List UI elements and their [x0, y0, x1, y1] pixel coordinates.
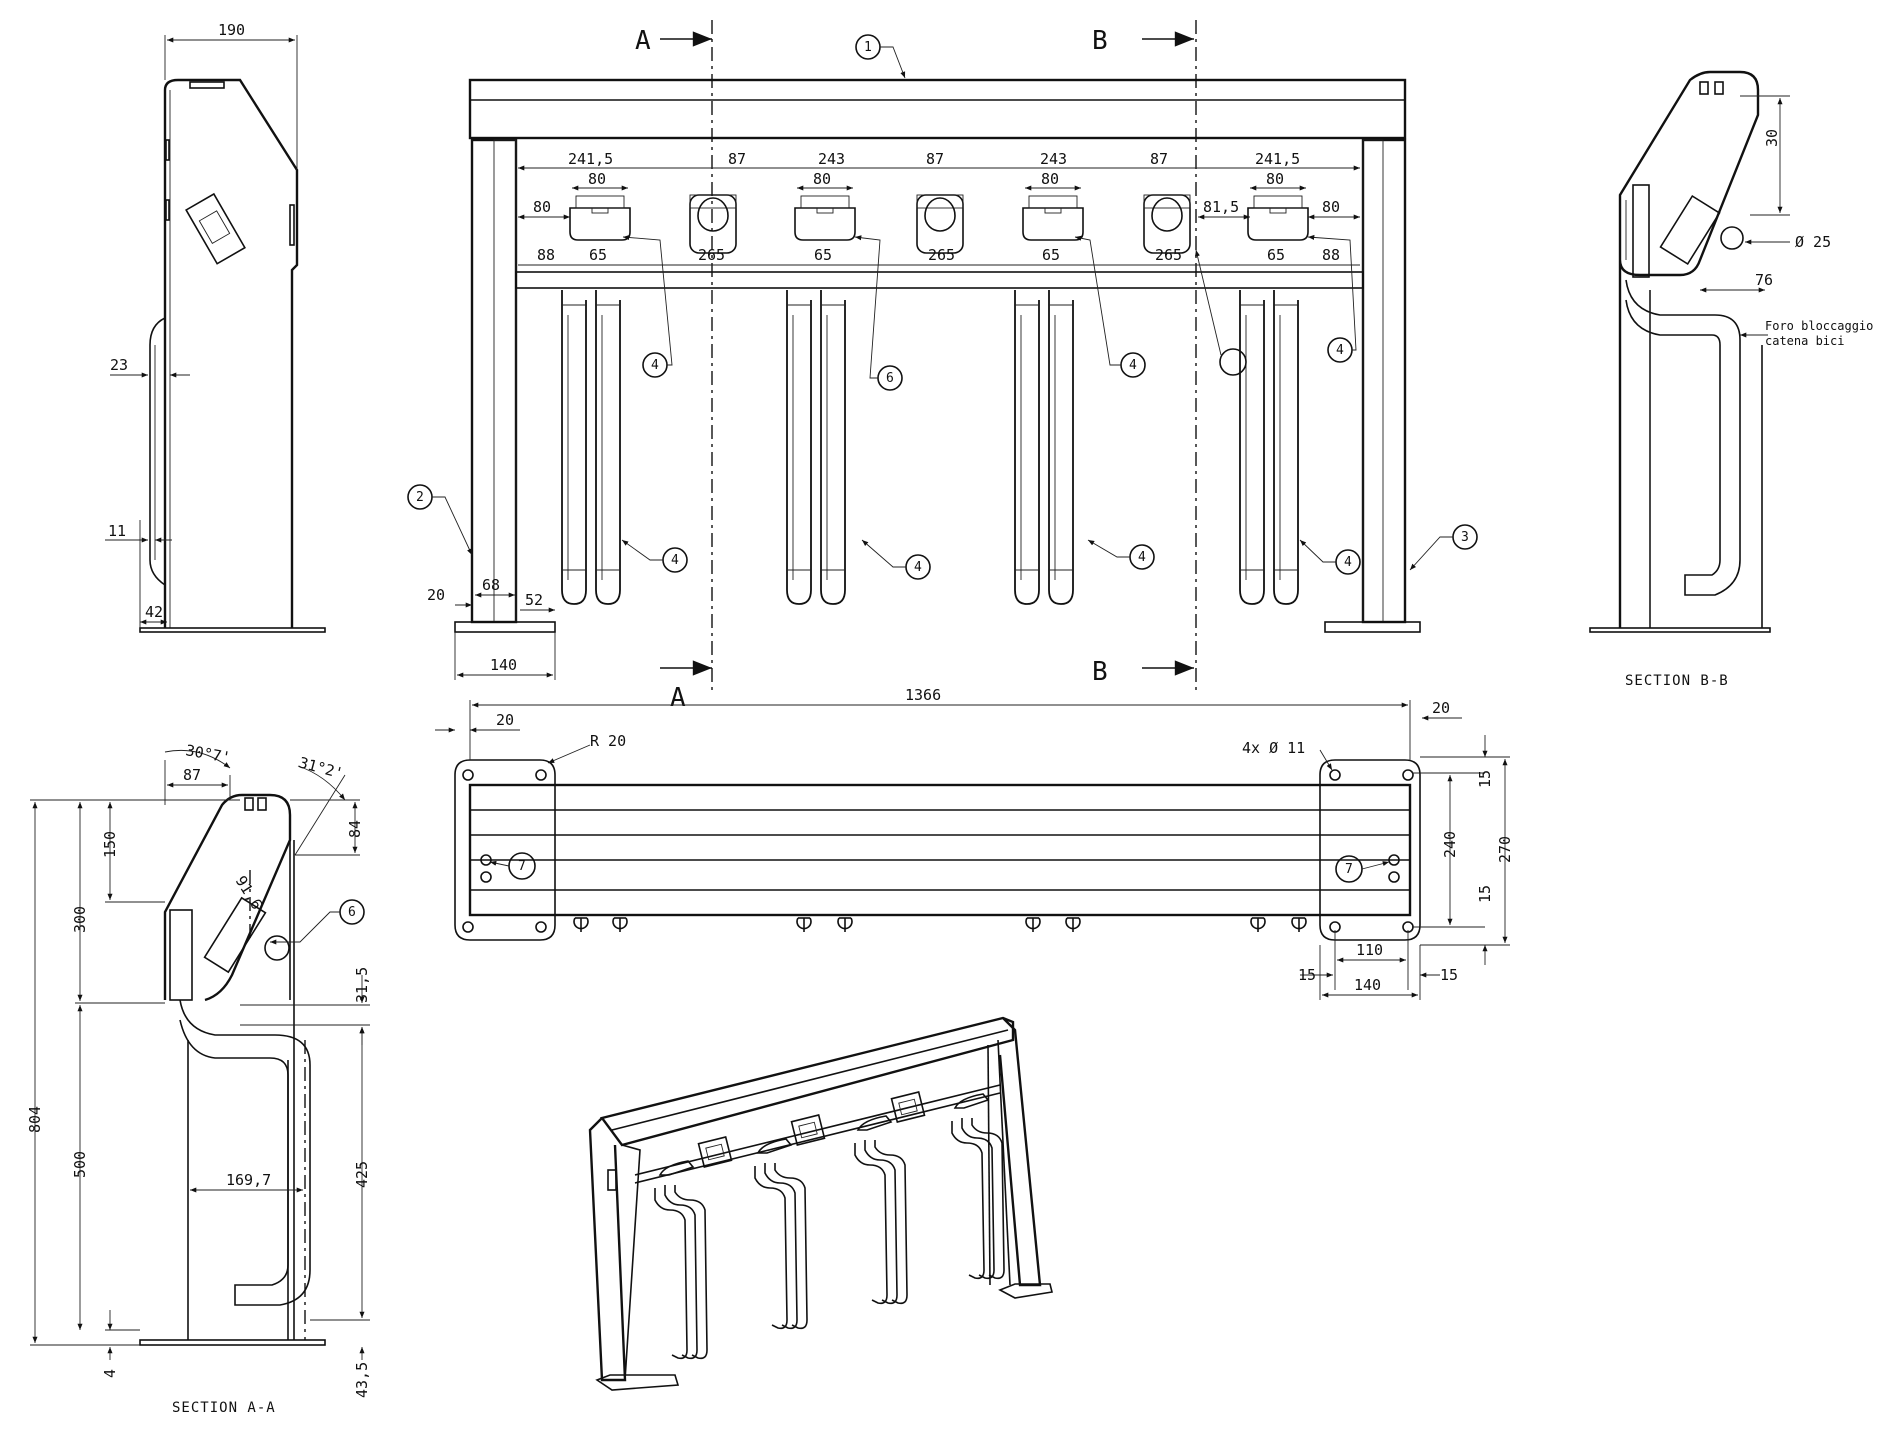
dim-23: 23	[110, 356, 128, 374]
ang-31-2: 31°2'	[297, 753, 345, 782]
dim-140-top: 140	[1354, 976, 1381, 994]
dim-20-base: 20	[427, 586, 445, 604]
section-a-bottom: A	[670, 683, 686, 713]
dim-80-2: 80	[813, 170, 831, 188]
radius-20: R 20	[590, 732, 626, 750]
note-line-2: catena bici	[1765, 334, 1844, 348]
dim-150: 150	[101, 831, 119, 858]
dim-243-2: 243	[1040, 150, 1067, 168]
dim-241-5-left: 241,5	[568, 150, 613, 168]
dim-500: 500	[71, 1151, 89, 1178]
dim-169-7: 169,7	[226, 1171, 271, 1189]
section-bb-view: 30 Ø 25 76 Foro bloccaggio catena bici S…	[1589, 70, 1873, 689]
balloon-4-d: 4	[671, 553, 679, 568]
dim-42: 42	[145, 603, 163, 621]
dim-88-right: 88	[1322, 246, 1340, 264]
dim-80-3: 80	[1041, 170, 1059, 188]
dim-1366: 1366	[905, 686, 941, 704]
dim-265-3: 265	[1155, 246, 1182, 264]
dim-265-1: 265	[698, 246, 725, 264]
dim-80-4: 80	[1266, 170, 1284, 188]
balloon-1: 1	[864, 40, 872, 55]
side-view: 190 23 11 42	[105, 21, 326, 633]
dim-84: 84	[346, 820, 364, 838]
dim-80-1: 80	[588, 170, 606, 188]
dim-240: 240	[1441, 831, 1459, 858]
balloon-7-right: 7	[1345, 862, 1353, 877]
balloon-3: 3	[1461, 530, 1469, 545]
dim-804: 804	[26, 1106, 44, 1133]
dim-425: 425	[353, 1161, 371, 1188]
section-aa-title: SECTION A-A	[172, 1400, 276, 1416]
dim-76: 76	[1755, 271, 1773, 289]
dim-15-br: 15	[1440, 966, 1458, 984]
dim-300: 300	[71, 906, 89, 933]
front-view: A B A B 241,5 87 243 87 243 87 241,5 80 …	[407, 20, 1478, 713]
balloon-4-f: 4	[1138, 550, 1146, 565]
balloon-2: 2	[416, 490, 424, 505]
dim-31-5: 31,5	[353, 967, 371, 1003]
balloon-4-e: 4	[914, 560, 922, 575]
isometric-view	[588, 1016, 1053, 1391]
dim-241-5-right: 241,5	[1255, 150, 1300, 168]
balloon-4-c: 4	[1336, 343, 1344, 358]
section-a-top: A	[635, 26, 651, 56]
dim-68: 68	[482, 576, 500, 594]
holes-4x-11: 4x Ø 11	[1242, 739, 1305, 757]
dim-140-base: 140	[490, 656, 517, 674]
dim-65-2: 65	[814, 246, 832, 264]
section-aa-view: 804 300 500 4 150 87 30°7' 31°2' 84 91,6…	[26, 741, 371, 1416]
top-view: 7 7 1366 20 20 R 20 4x Ø 11 270 240 15 1…	[435, 686, 1514, 1000]
section-b-bottom: B	[1092, 657, 1108, 687]
ang-30-7: 30°7'	[184, 741, 232, 767]
dim-15-bl: 15	[1298, 966, 1316, 984]
dim-4: 4	[101, 1369, 119, 1378]
dim-270: 270	[1496, 836, 1514, 863]
dim-87-1: 87	[728, 150, 746, 168]
dim-80-5: 80	[533, 198, 551, 216]
dim-87-aa: 87	[183, 766, 201, 784]
balloon-4-a: 4	[651, 358, 659, 373]
dim-phi-25: Ø 25	[1795, 233, 1831, 251]
section-b-top: B	[1092, 26, 1108, 56]
dim-52: 52	[525, 591, 543, 609]
dim-87-3: 87	[1150, 150, 1168, 168]
dim-110: 110	[1356, 941, 1383, 959]
section-bb-title: SECTION B-B	[1625, 673, 1729, 689]
balloon-6: 6	[886, 371, 894, 386]
dim-15-top: 15	[1476, 770, 1494, 788]
dim-20-right: 20	[1432, 699, 1450, 717]
dim-190: 190	[218, 21, 245, 39]
dim-65-3: 65	[1042, 246, 1060, 264]
balloon-6-aa: 6	[348, 905, 356, 920]
dim-80-6: 80	[1322, 198, 1340, 216]
balloon-4-b: 4	[1129, 358, 1137, 373]
dim-65-4: 65	[1267, 246, 1285, 264]
dim-65-1: 65	[589, 246, 607, 264]
dim-43-5: 43,5	[353, 1362, 371, 1398]
dim-87-2: 87	[926, 150, 944, 168]
dim-20-left: 20	[496, 711, 514, 729]
dim-88-left: 88	[537, 246, 555, 264]
balloon-4-g: 4	[1344, 555, 1352, 570]
balloon-7-left: 7	[518, 859, 526, 874]
dim-30: 30	[1763, 129, 1781, 147]
dim-81-5: 81,5	[1203, 198, 1239, 216]
dim-265-2: 265	[928, 246, 955, 264]
dim-243-1: 243	[818, 150, 845, 168]
dim-15-right: 15	[1476, 885, 1494, 903]
dim-11: 11	[108, 522, 126, 540]
note-line-1: Foro bloccaggio	[1765, 319, 1873, 333]
